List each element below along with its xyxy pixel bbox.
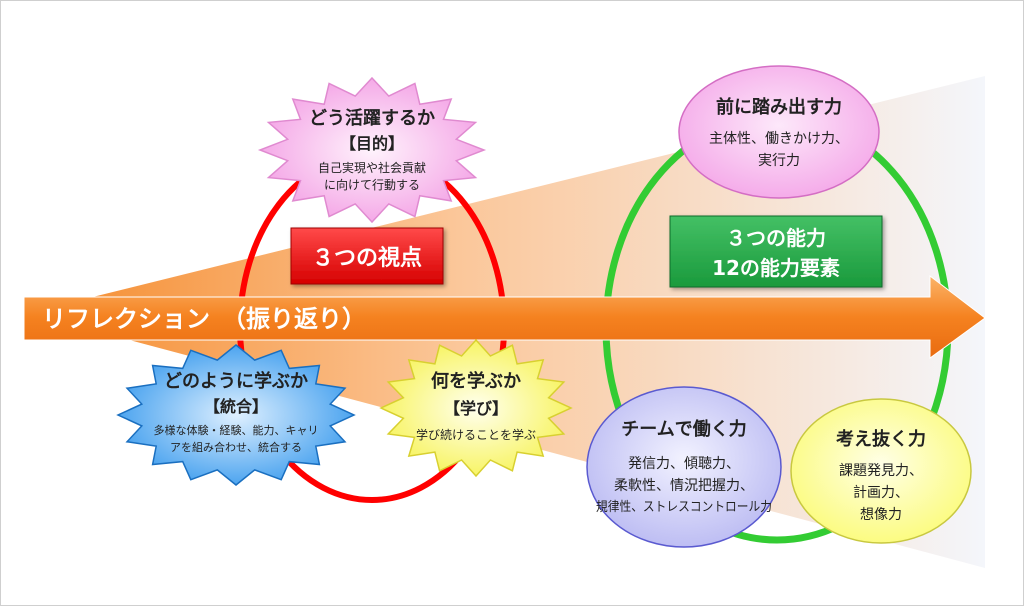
learning-desc-line1: 学び続けることを学ぶ — [416, 427, 536, 442]
thinking-ability-oval: 考え抜く力 課題発見力、 計画力、 想像力 — [790, 398, 972, 544]
learning-subtitle: 【学び】 — [444, 399, 508, 418]
team-ability-title: チームで働く力 — [621, 418, 746, 440]
integration-subtitle: 【統合】 — [204, 397, 268, 416]
purpose-star: どう活躍するか 【目的】 自己実現や社会貢献 に向けて行動する — [257, 76, 487, 224]
thinking-ability-desc-line1: 課題発見力、 — [839, 463, 923, 479]
team-ability-desc-line1: 発信力、傾聴力、 — [628, 456, 740, 472]
action-ability-desc-line1: 主体性、働きかけ力、 — [709, 131, 849, 147]
integration-desc-line1: 多様な体験・経験、能力、キャリ — [154, 423, 319, 437]
purpose-star-shape — [257, 76, 487, 224]
purpose-desc-line2: に向けて行動する — [324, 177, 420, 192]
team-ability-desc-line3: 規律性、ストレスコントロール力 — [596, 500, 772, 515]
thinking-ability-title: 考え抜く力 — [836, 428, 926, 450]
learning-star: 何を学ぶか 【学び】 学び続けることを学ぶ — [379, 338, 573, 478]
learning-star-shape — [379, 338, 573, 478]
thinking-ability-desc-line3: 想像力 — [860, 507, 902, 523]
perspectives-label: ３つの視点 — [312, 245, 422, 271]
abilities-label-line2: 12の能力要素 — [712, 256, 840, 280]
integration-title: どのように学ぶか — [164, 370, 308, 392]
team-ability-oval: チームで働く力 発信力、傾聴力、 柔軟性、情況把握力、 規律性、ストレスコントロ… — [586, 386, 782, 548]
action-ability-desc-line2: 実行力 — [758, 153, 800, 169]
team-ability-desc-line2: 柔軟性、情況把握力、 — [614, 478, 754, 494]
action-ability-title: 前に踏み出す力 — [716, 96, 842, 118]
reflection-arrow-label: リフレクション （振り返り） — [42, 305, 366, 333]
purpose-subtitle: 【目的】 — [340, 134, 404, 153]
abilities-label-box: ３つの能力 12の能力要素 — [669, 215, 883, 288]
action-ability-oval: 前に踏み出す力 主体性、働きかけ力、 実行力 — [678, 65, 880, 199]
reflection-arrow — [23, 274, 986, 359]
integration-desc-line2: アを組み合わせ、統合する — [170, 440, 302, 454]
integration-star-shape — [116, 344, 356, 486]
purpose-desc-line1: 自己実現や社会貢献 — [318, 160, 426, 175]
perspectives-label-box: ３つの視点 — [290, 227, 444, 285]
integration-star: どのように学ぶか 【統合】 多様な体験・経験、能力、キャリ アを組み合わせ、統合… — [116, 344, 356, 486]
abilities-label-line1: ３つの能力 — [726, 226, 826, 250]
learning-title: 何を学ぶか — [431, 370, 521, 392]
thinking-ability-desc-line2: 計画力、 — [853, 485, 909, 501]
purpose-title: どう活躍するか — [309, 107, 435, 129]
